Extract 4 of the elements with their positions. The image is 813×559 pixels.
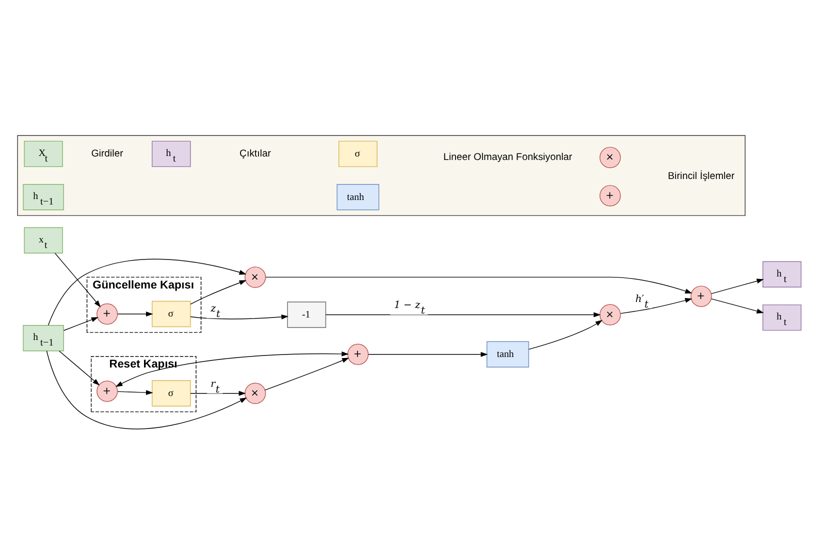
- legend-label: Lineer Olmayan Fonksiyonlar: [443, 152, 572, 164]
- legend-label: Girdiler: [91, 148, 124, 160]
- legend-label: Çıktılar: [240, 148, 271, 160]
- legend-label: Birincil İşlemler: [668, 171, 735, 182]
